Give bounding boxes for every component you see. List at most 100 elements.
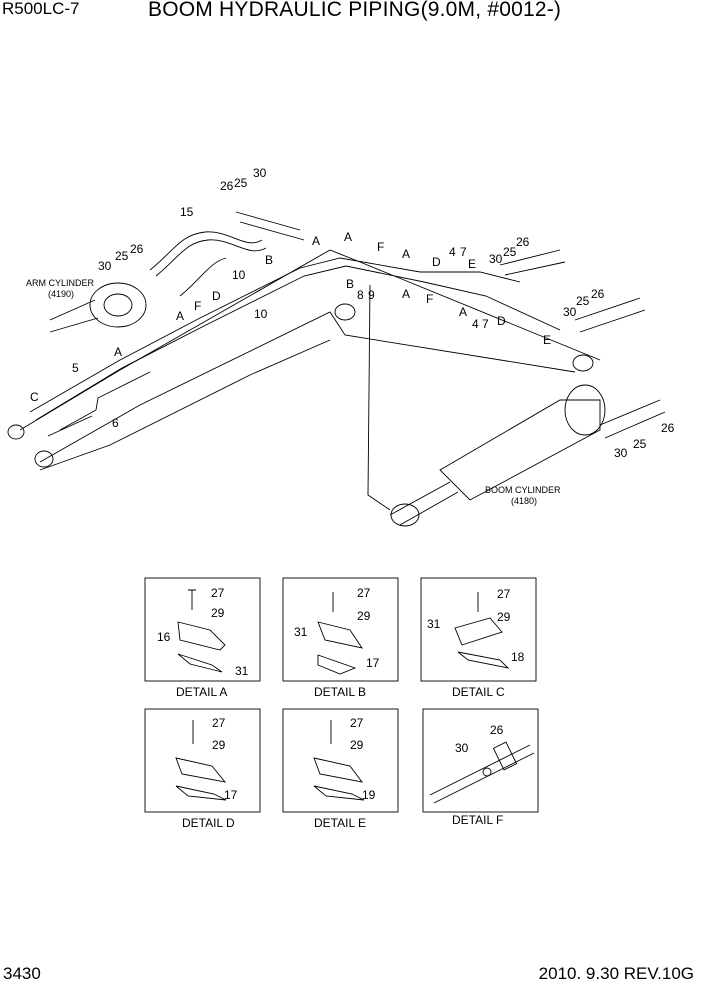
main-callouts: 26 25 30 15 30 25 26 10 10 B F D A A 5 A… <box>30 166 675 460</box>
detail-d-part-27: 27 <box>212 716 226 730</box>
detail-e-part-27: 27 <box>350 716 364 730</box>
callout-A: A <box>459 305 467 319</box>
callout-30: 30 <box>563 305 577 319</box>
detail-a-part-27: 27 <box>211 586 225 600</box>
pipe-line-4 <box>47 415 93 437</box>
pipe-line-1 <box>29 257 521 413</box>
boom-outline-bottom <box>39 339 331 471</box>
callout-25: 25 <box>633 437 647 451</box>
boom-cylinder-body <box>439 399 601 501</box>
fitting-cluster-right3 <box>599 399 666 439</box>
fitting-cluster-right2 <box>574 297 646 333</box>
callout-26: 26 <box>591 287 605 301</box>
callout-E: E <box>543 333 551 347</box>
detail-b-part-17: 17 <box>366 656 380 670</box>
callout-8: 8 <box>357 288 364 302</box>
detail-f-flange <box>492 741 518 771</box>
boom-cylinder-code: (4180) <box>511 496 537 506</box>
detail-callouts: 27 29 16 31 27 29 31 17 27 29 31 18 27 2… <box>157 586 525 802</box>
detail-e-frame <box>282 708 399 813</box>
hose-15 <box>149 231 263 271</box>
page-title: BOOM HYDRAULIC PIPING(9.0M, #0012-) <box>148 0 562 21</box>
detail-a-bolt <box>188 589 196 610</box>
detail-a-lower-clamp <box>177 653 223 673</box>
detail-e-caption: DETAIL E <box>314 816 366 830</box>
detail-b-caption: DETAIL B <box>314 685 366 699</box>
detail-a-part-31: 31 <box>235 664 249 678</box>
detail-f-frame <box>422 708 539 813</box>
callout-26: 26 <box>516 235 530 249</box>
detail-f-pipe <box>429 744 535 804</box>
detail-d-upper-clamp <box>175 757 227 783</box>
boom-cylinder-rod <box>389 481 459 526</box>
detail-c-lower-clamp <box>457 651 510 669</box>
detail-e-upper-clamp <box>313 757 364 783</box>
callout-25: 25 <box>234 176 248 190</box>
detail-e-lower-clamp <box>313 785 365 801</box>
detail-c-frame <box>420 577 537 682</box>
page-number: 3430 <box>3 964 41 983</box>
detail-a-frame <box>144 577 261 682</box>
boom-end-pin <box>572 354 594 372</box>
callout-C: C <box>30 390 39 404</box>
callout-10: 10 <box>232 268 246 282</box>
arm-cylinder-rod <box>49 299 99 333</box>
callout-4: 4 <box>449 245 456 259</box>
callout-26: 26 <box>130 242 144 256</box>
boom-cylinder-label: BOOM CYLINDER <box>485 485 561 495</box>
callout-15: 15 <box>180 205 194 219</box>
boom-outline-lower <box>39 311 576 463</box>
arm-cylinder-body <box>89 282 147 328</box>
detail-a-part-16: 16 <box>157 630 171 644</box>
detail-c-part-31: 31 <box>427 617 441 631</box>
callout-D: D <box>212 289 221 303</box>
detail-f-part-30: 30 <box>455 741 469 755</box>
detail-b-upper-clamp <box>317 621 363 649</box>
detail-a-upper-clamp <box>177 621 226 651</box>
callout-25: 25 <box>115 249 129 263</box>
boom-cylinder-eye <box>390 503 420 527</box>
fitting-cluster-top <box>235 211 305 241</box>
callout-25: 25 <box>503 245 517 259</box>
detail-d-part-17: 17 <box>224 788 238 802</box>
detail-b-frame <box>282 577 399 682</box>
detail-a-caption: DETAIL A <box>176 685 227 699</box>
callout-B: B <box>346 277 354 291</box>
arm-cylinder-label: ARM CYLINDER <box>26 278 95 288</box>
callout-25: 25 <box>576 294 590 308</box>
callout-A: A <box>176 309 184 323</box>
detail-b-part-31: 31 <box>294 625 308 639</box>
detail-c-part-27: 27 <box>497 587 511 601</box>
callout-B: B <box>265 253 273 267</box>
callout-9: 9 <box>368 288 375 302</box>
callout-30: 30 <box>614 446 628 460</box>
pipe-line-2 <box>35 265 561 421</box>
callout-D: D <box>497 314 506 328</box>
callout-30: 30 <box>489 252 503 266</box>
detail-d-caption: DETAIL D <box>182 816 235 830</box>
detail-e-part-19: 19 <box>362 788 376 802</box>
callout-10: 10 <box>254 307 268 321</box>
callout-4: 4 <box>472 317 479 331</box>
detail-c-part-29: 29 <box>497 610 511 624</box>
callout-5: 5 <box>72 361 79 375</box>
detail-b-part-29: 29 <box>357 609 371 623</box>
detail-d-part-29: 29 <box>212 738 226 752</box>
leader-boom-cyl <box>367 284 391 511</box>
callout-26: 26 <box>220 179 234 193</box>
callout-6: 6 <box>112 416 119 430</box>
detail-f-oring <box>482 767 492 777</box>
hose-15c <box>179 257 227 297</box>
callout-F: F <box>194 299 201 313</box>
detail-d-lower-clamp <box>175 785 227 801</box>
callout-A: A <box>402 287 410 301</box>
detail-c-part-18: 18 <box>511 650 525 664</box>
boom-tip-pin-2 <box>34 450 54 468</box>
callout-30: 30 <box>253 166 267 180</box>
boom-tip-pin-1 <box>7 424 25 440</box>
callout-7: 7 <box>460 245 467 259</box>
boom-cylinder-head <box>564 384 606 436</box>
detail-c-caption: DETAIL C <box>452 685 505 699</box>
boom-outline-upper <box>19 249 601 431</box>
arm-cylinder-code: (4190) <box>48 289 74 299</box>
